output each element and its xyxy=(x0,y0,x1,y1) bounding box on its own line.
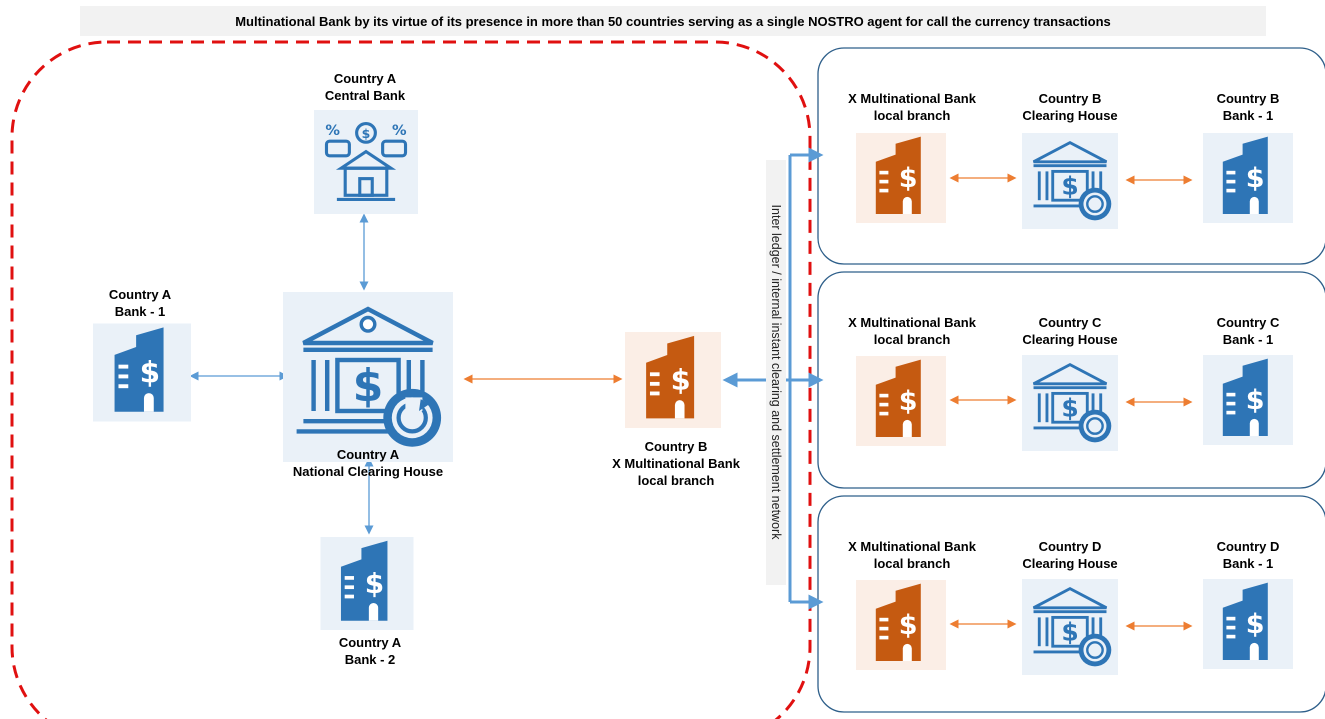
svg-text:$: $ xyxy=(899,610,918,641)
svg-text:$: $ xyxy=(1061,393,1078,422)
panel-b-branch-icon: $ xyxy=(854,133,948,223)
panel-c-bank-icon: $ xyxy=(1200,355,1296,445)
diagram-title: Multinational Bank by its virtue of its … xyxy=(80,6,1266,36)
svg-text:$: $ xyxy=(1246,163,1265,194)
svg-text:%: % xyxy=(392,122,407,139)
network-band xyxy=(766,160,786,585)
panel-d-branch-icon: $ xyxy=(854,580,948,670)
country-a-boundary xyxy=(10,40,812,719)
svg-text:$: $ xyxy=(899,386,918,417)
svg-text:$: $ xyxy=(1061,171,1078,200)
country-a-bank2-icon: $ xyxy=(318,537,416,630)
network-label: Inter ledger / internal instant clearing… xyxy=(769,204,783,540)
svg-text:$: $ xyxy=(140,355,160,389)
panel-b-bank-icon: $ xyxy=(1200,133,1296,223)
central-bank-icon: $ % % xyxy=(314,110,418,214)
panel-d-clearing-icon: $ xyxy=(1022,579,1118,675)
svg-text:$: $ xyxy=(362,126,371,141)
svg-text:$: $ xyxy=(1246,385,1265,416)
country-a-bank1-icon: $ xyxy=(93,322,191,423)
panel-d-bank-icon: $ xyxy=(1200,579,1296,669)
svg-text:$: $ xyxy=(671,363,691,397)
panel-c-clearing-icon: $ xyxy=(1022,355,1118,451)
svg-text:$: $ xyxy=(1061,617,1078,646)
panel-c-branch-icon: $ xyxy=(854,356,948,446)
svg-text:$: $ xyxy=(365,567,384,600)
country-b-branch-icon: $ xyxy=(624,332,722,428)
national-clearing-house-icon: $ xyxy=(283,292,453,462)
svg-text:$: $ xyxy=(1246,609,1265,640)
svg-text:$: $ xyxy=(899,163,918,194)
panel-b-clearing-icon: $ xyxy=(1022,133,1118,229)
svg-text:%: % xyxy=(325,122,340,139)
svg-text:$: $ xyxy=(353,361,384,412)
